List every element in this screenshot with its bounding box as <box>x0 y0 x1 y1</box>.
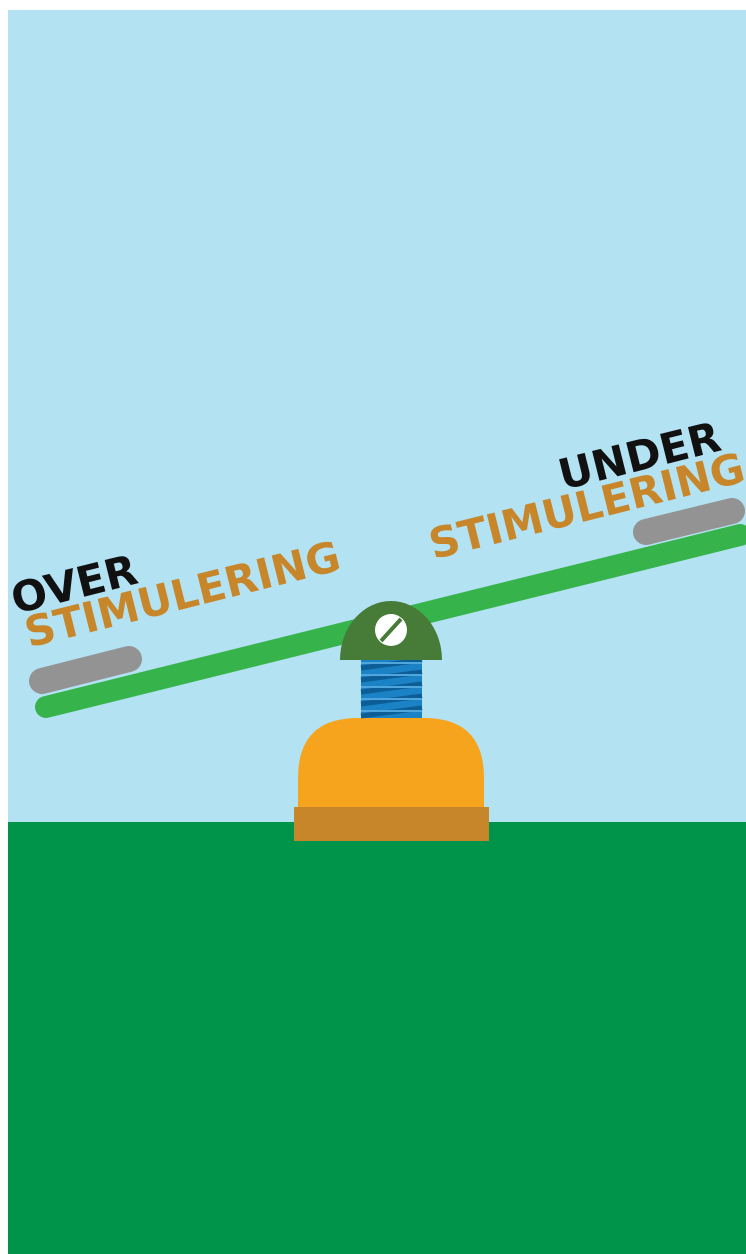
slotted-screw-icon <box>375 614 407 646</box>
seesaw-base-dome <box>298 718 484 808</box>
ground <box>8 822 746 1254</box>
seesaw-base-plinth <box>294 807 489 841</box>
seesaw-spring <box>361 656 422 718</box>
